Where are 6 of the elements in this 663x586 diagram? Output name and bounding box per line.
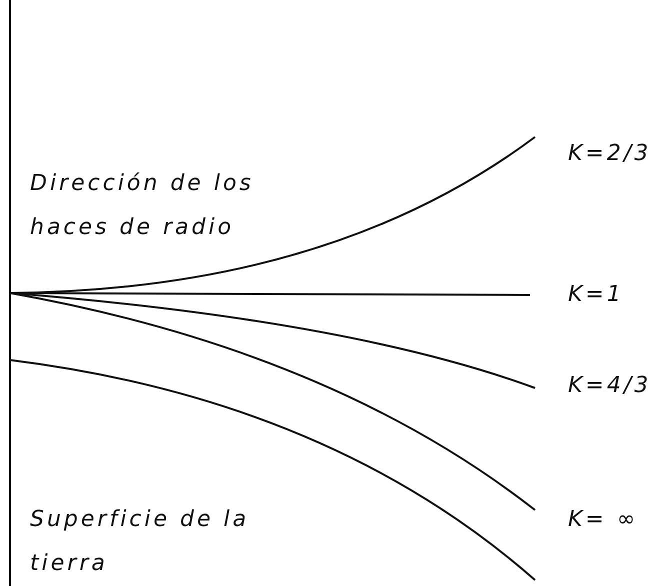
region-label: Superficie de la tierra [30, 506, 250, 578]
curve-label: K=1 [568, 281, 624, 309]
curve-label: K=4/3 [568, 372, 652, 400]
curve-label: K=2/3 [568, 140, 652, 168]
curve-label: K= ∞ [568, 506, 638, 534]
region-label: Dirección de los haces de radio [30, 170, 255, 242]
